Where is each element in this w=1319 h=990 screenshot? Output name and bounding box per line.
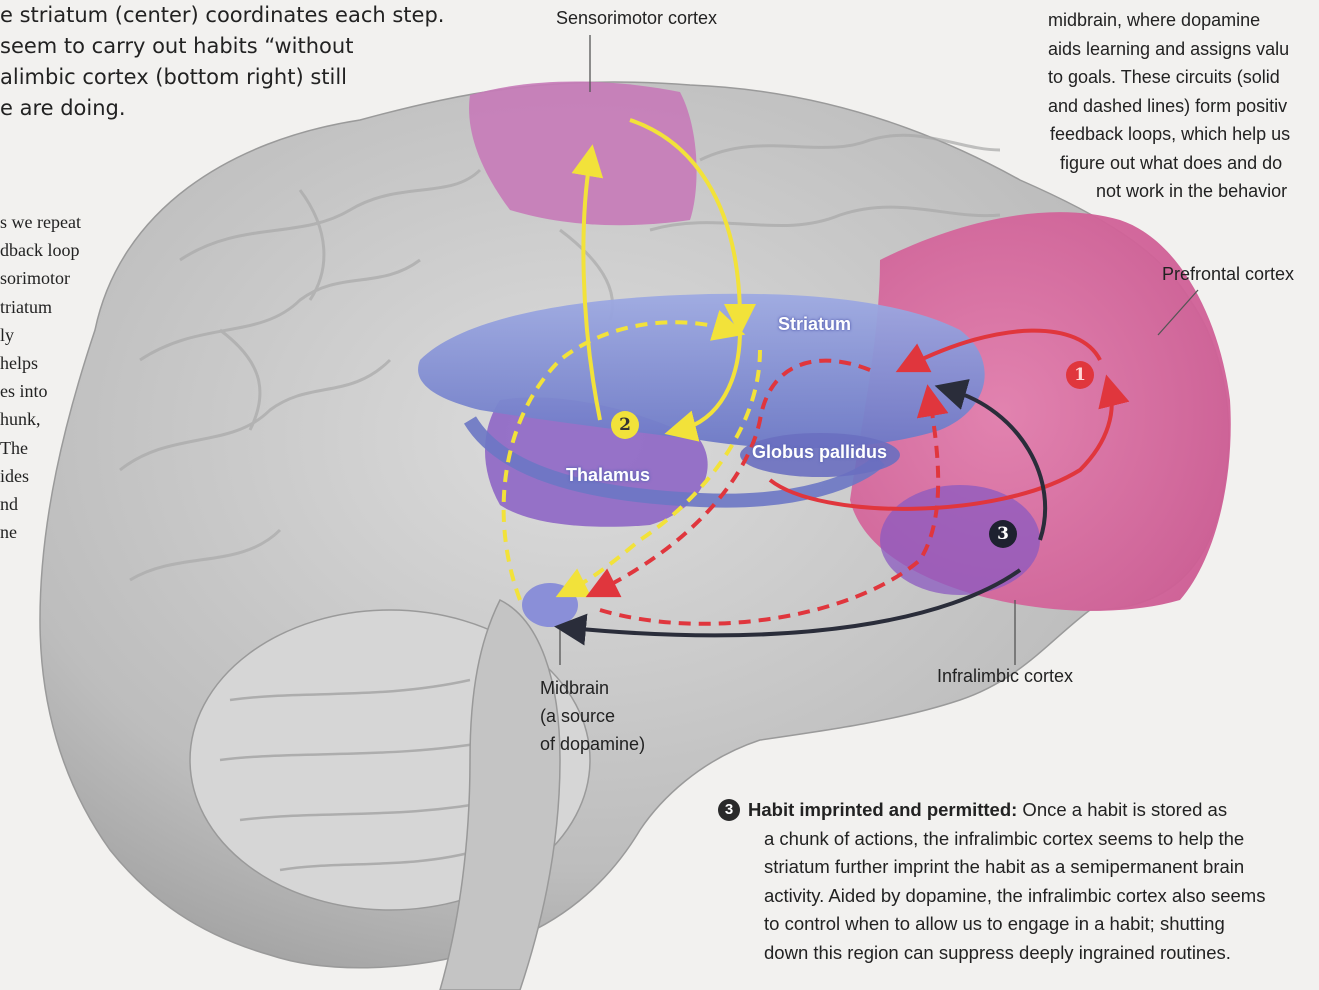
caption-habit-imprinted: 3 Habit imprinted and permitted: Once a h… xyxy=(718,796,1318,968)
intro-top-right: midbrain, where dopamine aids learning a… xyxy=(1048,6,1319,206)
intro-line: e striatum (center) coordinates each ste… xyxy=(0,0,460,31)
intro-left-line: dback loop xyxy=(0,236,110,264)
caption-line: activity. Aided by dopamine, the infrali… xyxy=(718,882,1318,911)
label-sensorimotor-cortex: Sensorimotor cortex xyxy=(556,8,717,29)
badge-step-2: 2 xyxy=(611,411,639,439)
intro-left-line: s we repeat xyxy=(0,208,110,236)
intro-line: seem to carry out habits “without xyxy=(0,31,460,62)
intro-left-line: ly xyxy=(0,321,110,349)
intro-right-line: not work in the behavior xyxy=(1048,177,1319,206)
intro-right-line: and dashed lines) form positiv xyxy=(1048,92,1319,121)
intro-line: e are doing. xyxy=(0,93,460,124)
intro-line: alimbic cortex (bottom right) still xyxy=(0,62,460,93)
caption-line: to control when to allow us to engage in… xyxy=(718,910,1318,939)
label-globus-pallidus: Globus pallidus xyxy=(752,442,887,463)
midbrain-shape xyxy=(522,583,578,627)
midbrain-line: Midbrain xyxy=(540,674,645,702)
label-midbrain: Midbrain (a source of dopamine) xyxy=(540,674,645,758)
caption-first-line: Once a habit is stored as xyxy=(1017,799,1227,820)
intro-left-line: helps xyxy=(0,349,110,377)
intro-right-line: aids learning and assigns valu xyxy=(1048,35,1319,64)
caption-line: down this region can suppress deeply ing… xyxy=(718,939,1318,968)
caption-heading: Habit imprinted and permitted: xyxy=(748,799,1017,820)
intro-left-column: s we repeat dback loop sorimotor triatum… xyxy=(0,208,110,546)
intro-left-line: nd xyxy=(0,490,110,518)
infralimbic-region xyxy=(880,485,1040,595)
caption-number-badge: 3 xyxy=(718,799,740,821)
intro-left-line: ides xyxy=(0,462,110,490)
midbrain-line: of dopamine) xyxy=(540,730,645,758)
intro-right-line: midbrain, where dopamine xyxy=(1048,6,1319,35)
badge-step-3: 3 xyxy=(989,520,1017,548)
intro-left-line: The xyxy=(0,434,110,462)
intro-left-line: ne xyxy=(0,518,110,546)
intro-left-line: hunk, xyxy=(0,405,110,433)
badge-step-1: 1 xyxy=(1066,361,1094,389)
label-striatum: Striatum xyxy=(778,314,851,335)
caption-line: striatum further imprint the habit as a … xyxy=(718,853,1318,882)
intro-left-line: sorimotor xyxy=(0,264,110,292)
intro-top-left: e striatum (center) coordinates each ste… xyxy=(0,0,460,124)
midbrain-line: (a source xyxy=(540,702,645,730)
caption-line: a chunk of actions, the infralimbic cort… xyxy=(718,825,1318,854)
label-thalamus: Thalamus xyxy=(566,465,650,486)
intro-left-line: es into xyxy=(0,377,110,405)
intro-right-line: feedback loops, which help us xyxy=(1048,120,1319,149)
intro-right-line: figure out what does and do xyxy=(1048,149,1319,178)
intro-right-line: to goals. These circuits (solid xyxy=(1048,63,1319,92)
label-infralimbic-cortex: Infralimbic cortex xyxy=(937,666,1073,687)
intro-left-line: triatum xyxy=(0,293,110,321)
label-prefrontal-cortex: Prefrontal cortex xyxy=(1162,264,1294,285)
